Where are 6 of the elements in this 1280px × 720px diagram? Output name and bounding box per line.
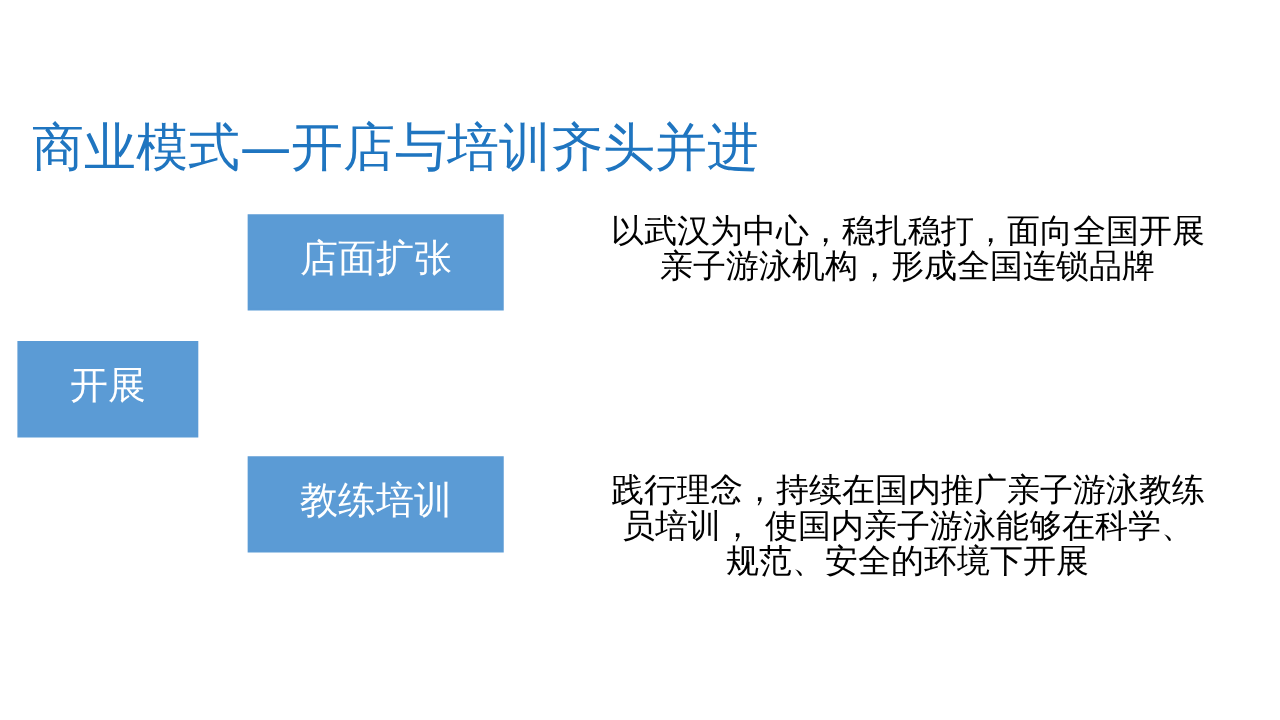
node-box: 教练培训 [247,455,504,553]
diagram-title: 商业模式—开店与培训齐头并进 [31,116,760,177]
node-box: 店面扩张 [247,213,504,311]
node-label: 以武汉为中心，稳扎稳打，面向全国开展亲子游泳机构，形成全国连锁品牌 [610,210,1205,285]
node-label: 践行理念，持续在国内推广亲子游泳教练员培训， 使国内亲子游泳能够在科学、规范、安全的环境下开展 [610,469,1205,580]
node-box: 开展 [17,340,199,437]
